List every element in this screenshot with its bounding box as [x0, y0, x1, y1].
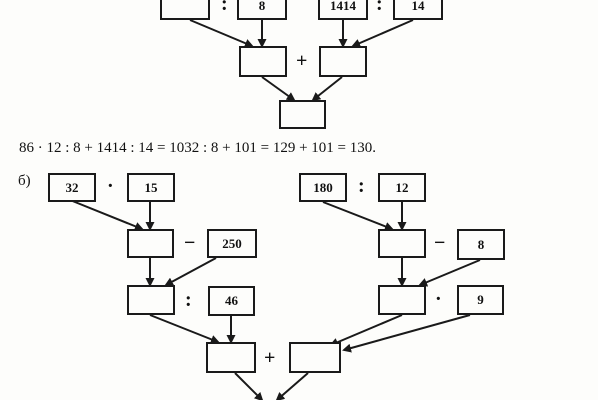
arrow-a5 [261, 76, 296, 102]
b-right-multiply-sign: · [435, 288, 442, 310]
b-left-product-box [127, 229, 174, 258]
arrow-a1 [189, 19, 254, 48]
a-divisor-box-2: 14 [393, 0, 443, 20]
arrow-b5 [149, 314, 220, 344]
b-right-minus-sign: − [434, 232, 446, 254]
b-left-a-box: 32 [48, 173, 96, 202]
b-left-minus-sign: − [184, 232, 196, 254]
part-b-label: б) [18, 173, 31, 189]
a-divide-sign-1: : [221, 0, 228, 15]
arrow-b12 [342, 314, 471, 353]
a-quotient-box-right [319, 46, 367, 77]
b-left-difference-box [127, 285, 175, 315]
arrow-b11 [329, 314, 403, 347]
b-right-result-box [289, 342, 341, 373]
arrow-b14 [275, 372, 309, 400]
equation-text: 86 · 12 : 8 + 1414 : 14 = 1032 : 8 + 101… [19, 140, 377, 156]
b-left-divide-sign: : [185, 289, 192, 311]
b-left-divisor-box: 46 [208, 286, 255, 316]
a-divisor-box: 8 [237, 0, 287, 20]
b-left-quotient-box [206, 342, 256, 373]
b-right-b-box: 12 [378, 173, 426, 202]
arrow-b7 [322, 201, 394, 231]
b-right-factor-box: 9 [457, 285, 504, 315]
arrow-b1 [69, 199, 144, 231]
arrow-b13 [234, 372, 264, 400]
b-right-divide-sign: : [358, 175, 365, 197]
a-plus-sign: + [296, 50, 308, 72]
b-left-sub-box: 250 [207, 229, 257, 258]
a-dividend-box: 1414 [318, 0, 368, 20]
a-divide-sign-2: : [376, 0, 383, 15]
a-top-left-box [160, 0, 210, 20]
b-plus-sign: + [264, 347, 276, 369]
b-left-multiply-sign: · [107, 175, 114, 197]
b-right-sub-box: 8 [457, 229, 505, 260]
a-quotient-box-left [239, 46, 287, 77]
a-result-box [279, 100, 326, 129]
b-right-quotient-box [378, 229, 426, 258]
arrow-b10 [418, 259, 481, 287]
arrow-a4 [351, 19, 414, 48]
b-right-a-box: 180 [299, 173, 347, 202]
b-left-b-box: 15 [127, 173, 175, 202]
arrow-b4 [164, 257, 217, 286]
b-right-difference-box [378, 285, 426, 315]
arrow-a6 [311, 76, 343, 102]
